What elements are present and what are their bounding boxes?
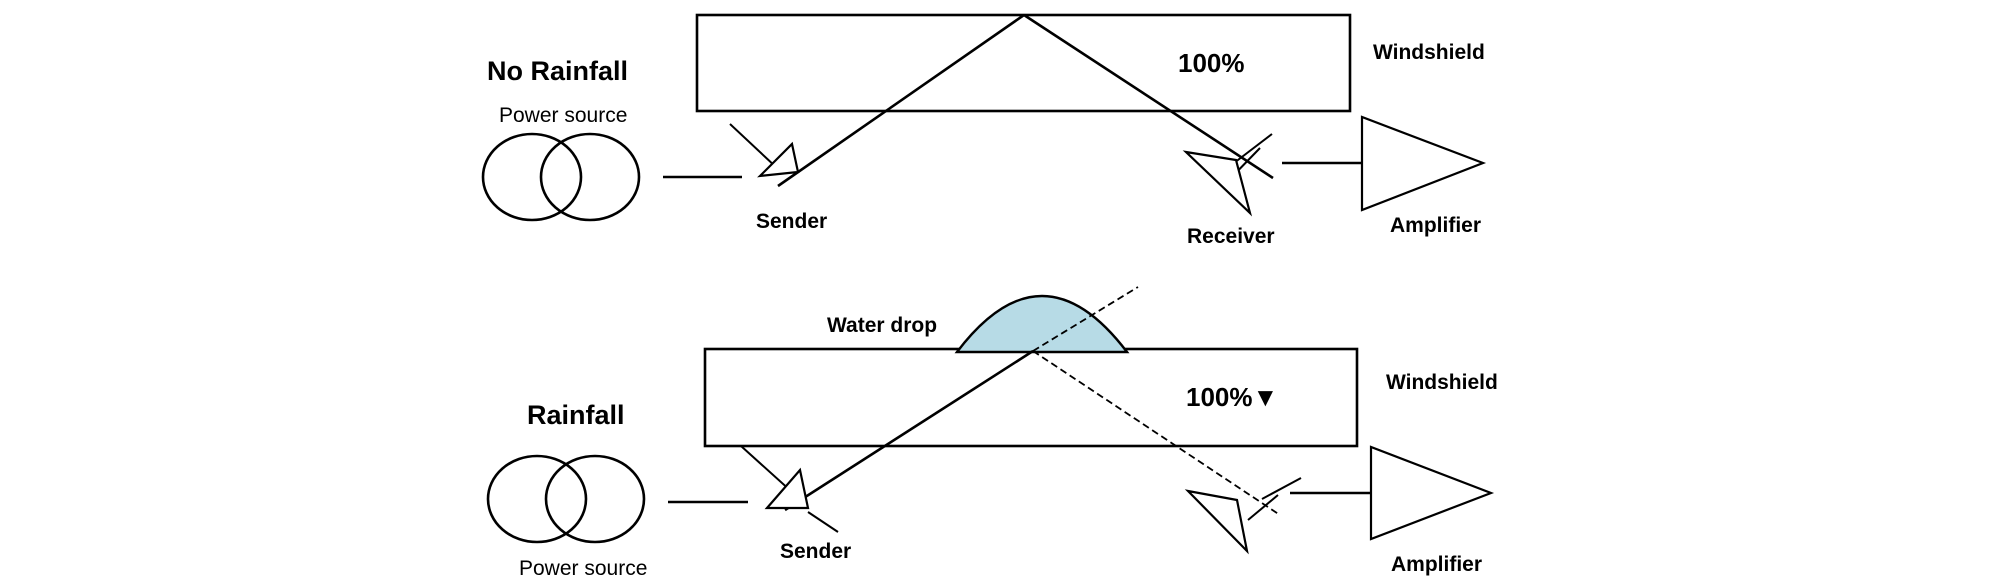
panel-no-rainfall: No Rainfall Power source Windshield 100%… bbox=[481, 13, 1487, 248]
sender-icon bbox=[740, 445, 839, 533]
receiver-icon bbox=[1182, 133, 1273, 217]
power-source-label: Power source bbox=[519, 557, 647, 580]
receiver-icon bbox=[1184, 477, 1302, 555]
power-source-label: Power source bbox=[499, 104, 627, 127]
light-beam bbox=[777, 13, 1274, 188]
sender-label: Sender bbox=[756, 210, 827, 233]
windshield bbox=[695, 13, 1352, 113]
amplifier-label: Amplifier bbox=[1390, 214, 1481, 237]
receiver-label: Receiver bbox=[1187, 225, 1275, 248]
signal-level: 100%▼ bbox=[1186, 382, 1278, 412]
water-drop-label: Water drop bbox=[827, 314, 937, 337]
sender-label: Sender bbox=[780, 540, 851, 563]
condition-label: Rainfall bbox=[527, 400, 625, 430]
windshield-label: Windshield bbox=[1386, 371, 1498, 394]
amplifier-label: Amplifier bbox=[1391, 553, 1482, 576]
signal-level: 100% bbox=[1178, 48, 1245, 78]
panel-rainfall: Rainfall Power source Windshield 100%▼ W… bbox=[486, 286, 1498, 580]
amplifier-icon bbox=[1360, 115, 1487, 212]
condition-label: No Rainfall bbox=[487, 56, 628, 86]
amplifier-icon bbox=[1369, 445, 1495, 541]
sender-icon bbox=[729, 123, 800, 178]
water-drop bbox=[954, 294, 1130, 354]
windshield-label: Windshield bbox=[1373, 41, 1485, 64]
power-source-icon bbox=[486, 454, 646, 544]
refracted-beam-dashed bbox=[1032, 286, 1281, 516]
light-beam bbox=[784, 349, 1034, 512]
power-source-icon bbox=[481, 132, 641, 222]
